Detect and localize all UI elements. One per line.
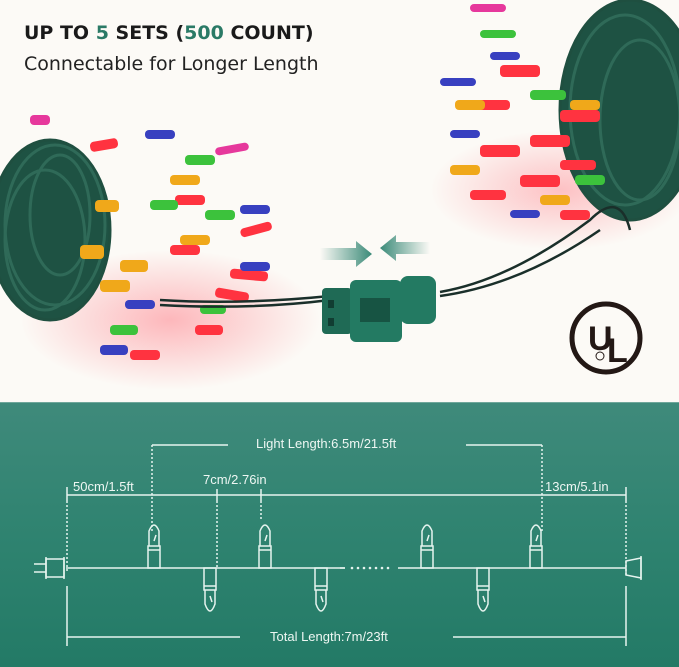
light-string-illustration: U L: [0, 0, 679, 390]
sets-label: SETS (: [108, 22, 185, 44]
svg-text:L: L: [607, 332, 628, 370]
length-diagram: Light Length:6.5m/21.5ft 50cm/1.5ft 7cm/…: [0, 402, 679, 667]
headline-prefix: UP TO: [24, 22, 96, 44]
left-bulbs: [30, 115, 272, 360]
arrow-right-icon: [320, 241, 372, 267]
right-bulbs: [440, 4, 605, 220]
total-count: 500: [184, 22, 224, 44]
arrow-left-icon: [380, 235, 430, 261]
bulbs-down: [203, 567, 490, 612]
ellipsis-dots: [350, 566, 390, 570]
bulb-icon: [258, 524, 272, 569]
count-label: COUNT): [223, 22, 314, 44]
bulb-spacing-label: 7cm/2.76in: [203, 472, 267, 487]
total-length-label: Total Length:7m/23ft: [270, 629, 388, 644]
connect-arrows: [320, 235, 430, 267]
bulbs-up: [147, 524, 543, 569]
connector-wires: [159, 205, 632, 308]
ul-certification-icon: U L: [569, 301, 643, 375]
connector-plug: [322, 276, 436, 342]
left-light-cluster: [0, 138, 112, 322]
light-length-label: Light Length:6.5m/21.5ft: [256, 436, 397, 451]
bulb-icon: [529, 524, 543, 569]
bulb-icon: [476, 567, 490, 612]
tail-length-label: 13cm/5.1in: [545, 479, 609, 494]
bulb-icon: [314, 567, 328, 612]
sets-count: 5: [95, 22, 109, 44]
length-diagram-graphic: [34, 444, 642, 646]
bulb-icon: [420, 524, 434, 569]
subheadline: Connectable for Longer Length: [24, 53, 319, 75]
bulb-icon: [147, 524, 161, 569]
product-photo: U L UP TO 5 SETS (500 COUNT) Connectable…: [0, 0, 679, 390]
bulb-icon: [203, 567, 217, 612]
headline: UP TO 5 SETS (500 COUNT): [24, 22, 314, 44]
lead-length-label: 50cm/1.5ft: [73, 479, 134, 494]
